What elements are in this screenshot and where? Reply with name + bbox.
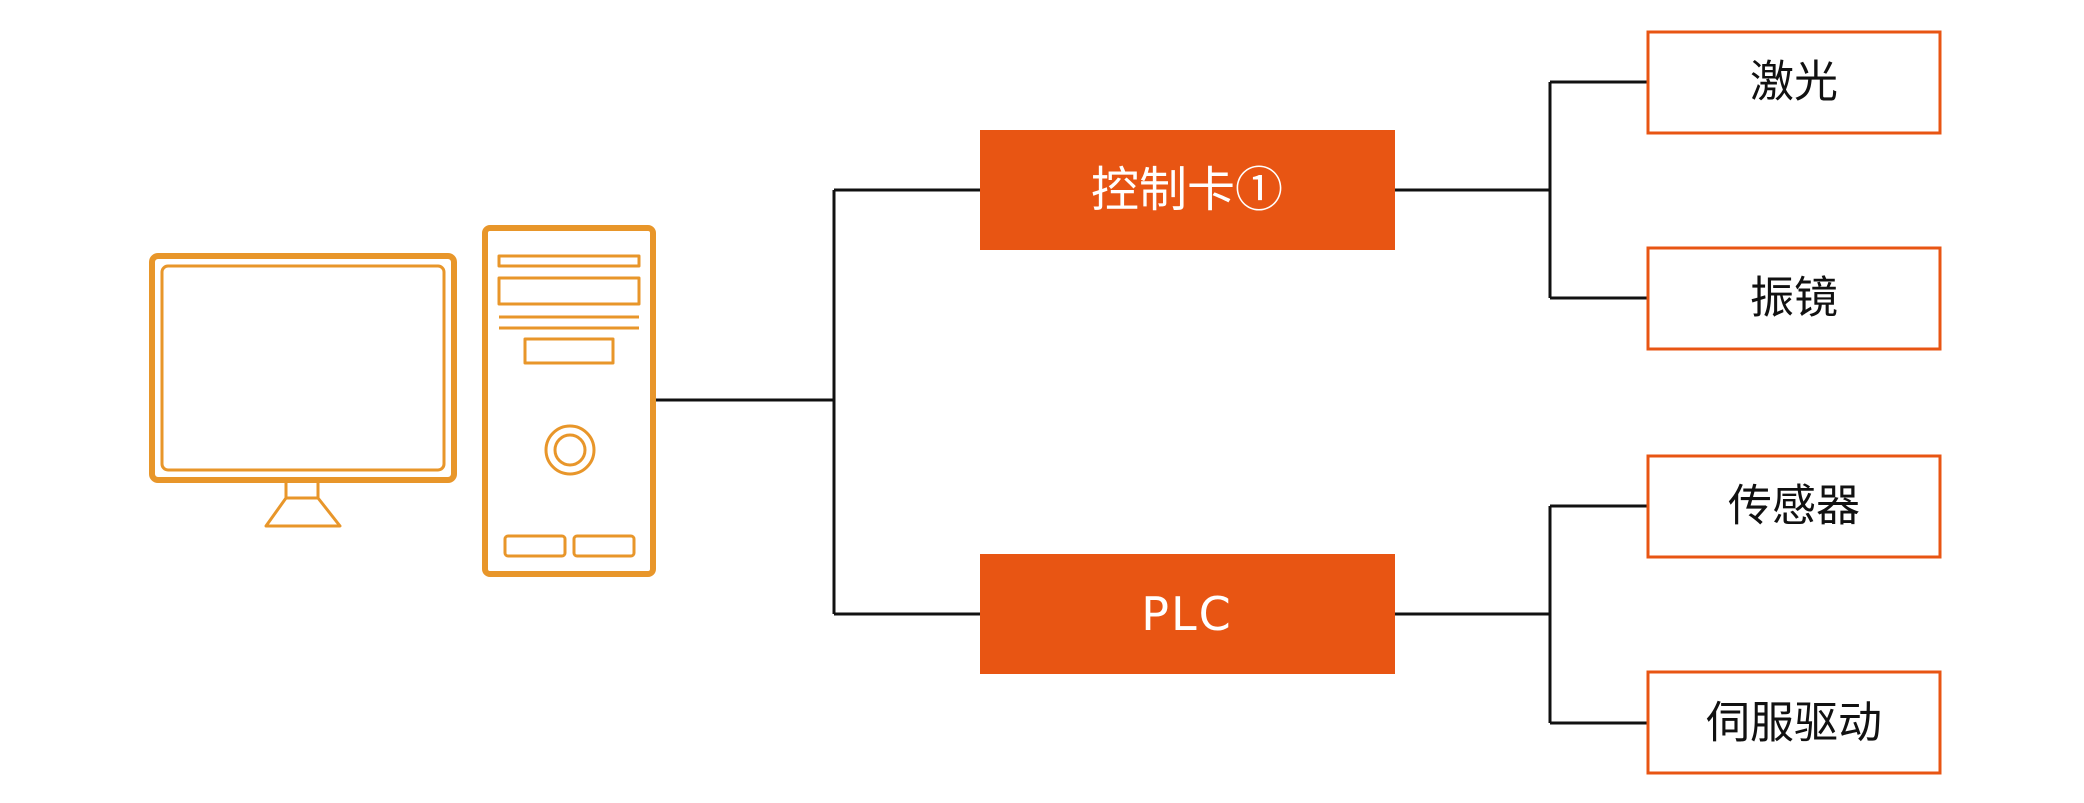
galvo-label: 振镜 (1750, 273, 1838, 324)
plc-label: PLC (1141, 587, 1233, 641)
desktop-computer-icon (149, 225, 656, 577)
controller-card-label: 控制卡① (1091, 162, 1283, 218)
laser-node: 激光 (1646, 30, 1942, 135)
servo-node: 伺服驱动 (1646, 670, 1942, 775)
sensor-label: 传感器 (1728, 481, 1860, 532)
servo-label: 伺服驱动 (1706, 698, 1882, 749)
connector-lines (656, 80, 1648, 725)
laser-label: 激光 (1750, 57, 1838, 108)
monitor-icon (149, 253, 457, 528)
galvo-node: 振镜 (1646, 246, 1942, 351)
controller-card-node: 控制卡① (980, 130, 1395, 250)
plc-node: PLC (980, 554, 1395, 674)
sensor-node: 传感器 (1646, 454, 1942, 559)
pc-tower-icon (482, 225, 656, 577)
